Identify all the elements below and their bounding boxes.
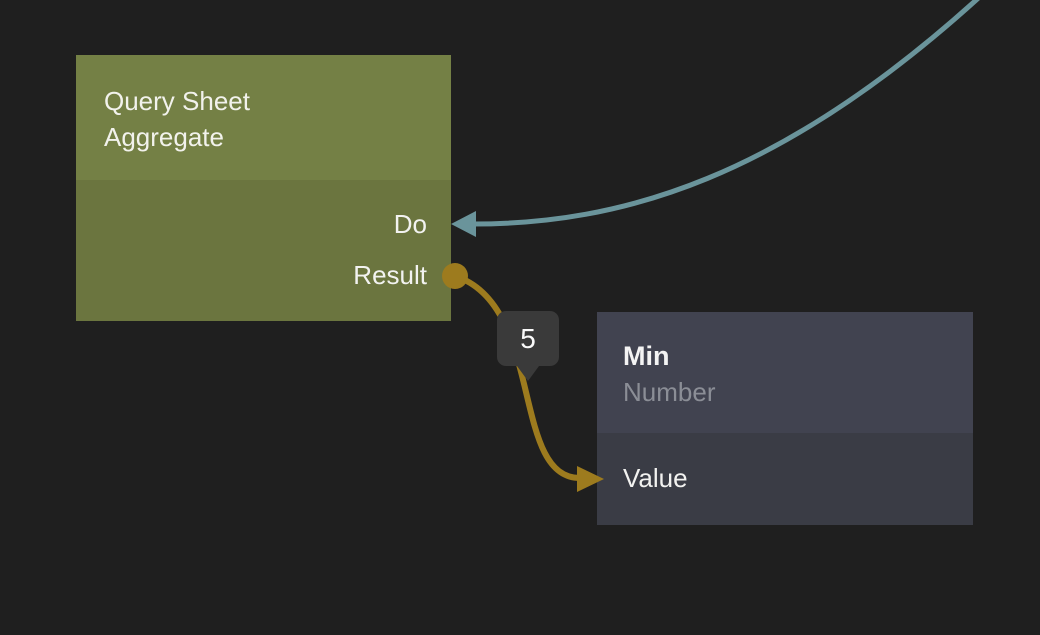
port-do-label[interactable]: Do [393, 209, 427, 239]
node-title: Query Sheet Aggregate [104, 86, 250, 152]
node-subtitle: Number [623, 377, 716, 407]
exec-wire[interactable] [470, 0, 985, 227]
wire-value-text: 5 [520, 322, 536, 354]
node-min[interactable]: Min Number Value [597, 312, 973, 525]
data-wire[interactable] [452, 273, 583, 481]
node-header[interactable]: Min Number [597, 312, 973, 433]
wire-value-badge[interactable]: 5 [497, 311, 559, 366]
node-title: Min [623, 341, 670, 371]
node-query-sheet-aggregate[interactable]: Query Sheet Aggregate Do Result [76, 55, 451, 321]
port-result-label[interactable]: Result [353, 260, 427, 290]
result-port-dot[interactable] [442, 263, 468, 289]
port-value-label[interactable]: Value [623, 463, 688, 493]
node-header[interactable]: Query Sheet Aggregate [76, 55, 451, 180]
exec-wire-arrow-icon [451, 211, 476, 237]
node-body: Value [597, 433, 973, 525]
node-body: Do Result [76, 180, 451, 321]
data-wire-arrow-icon [577, 466, 604, 492]
